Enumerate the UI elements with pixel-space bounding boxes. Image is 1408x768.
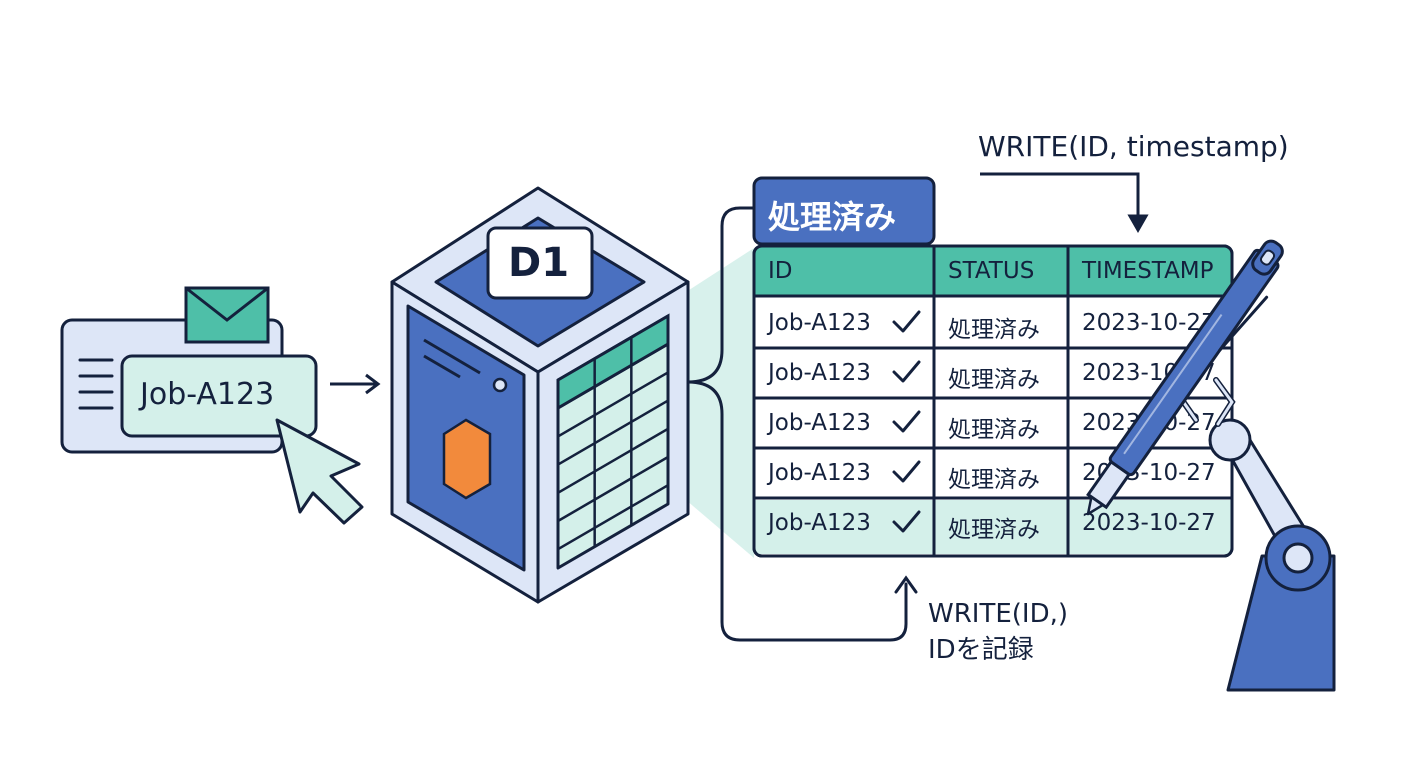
cell-timestamp: 2023-10-27 [1082, 510, 1216, 536]
job-to-db-arrow [330, 373, 381, 395]
table-tab-label: 処理済み [768, 198, 897, 236]
job-card-label: Job-A123 [140, 377, 275, 412]
checkmark-icon [892, 510, 921, 533]
table-row-highlight [755, 500, 1231, 554]
cell-id: Job-A123 [768, 310, 871, 336]
orange-block-icon [442, 418, 492, 500]
cell-status: 処理済み [948, 417, 1040, 443]
top-annotation: WRITE(ID, timestamp) [978, 130, 1289, 163]
cell-timestamp: 2023-10-27 [1082, 310, 1216, 336]
job-card-stack [60, 286, 318, 454]
cell-id: Job-A123 [768, 460, 871, 486]
table-header-row [755, 247, 1231, 296]
robot-arm-icon [1178, 375, 1336, 692]
grid-line [557, 399, 669, 466]
cell-status: 処理済み [948, 467, 1040, 493]
cell-status: 処理済み [948, 517, 1040, 543]
cell-id: Job-A123 [768, 360, 871, 386]
checkmark-icon [892, 310, 921, 333]
grid-line [557, 371, 669, 438]
db-label-box [486, 226, 594, 300]
list-lines-icon [78, 358, 114, 410]
column-header-status: STATUS [948, 258, 1035, 284]
pen-icon [1086, 239, 1284, 516]
checkmark-icon [892, 360, 921, 383]
cell-id: Job-A123 [768, 410, 871, 436]
cell-status: 処理済み [948, 367, 1040, 393]
db-label: D1 [508, 240, 570, 286]
checkmark-icon [892, 410, 921, 433]
job-card-front[interactable] [120, 354, 318, 438]
bottom-annotation-line1: WRITE(ID,) [928, 599, 1068, 629]
cell-status: 処理済み [948, 317, 1040, 343]
bracket-lines [686, 206, 918, 642]
envelope-icon [184, 286, 270, 344]
grid-line [557, 484, 669, 551]
column-header-id: ID [768, 258, 793, 284]
checkmark-icon [892, 460, 921, 483]
grid-line [557, 343, 669, 410]
grid-line [557, 427, 669, 494]
mouse-cursor-icon [275, 418, 364, 525]
column-header-timestamp: TIMESTAMP [1082, 258, 1214, 284]
cell-id: Job-A123 [768, 510, 871, 536]
timestamp-write-arrow [980, 172, 1149, 234]
bottom-annotation-line2: IDを記録 [928, 635, 1034, 665]
grid-line [557, 455, 669, 523]
table-tab[interactable] [752, 176, 936, 246]
